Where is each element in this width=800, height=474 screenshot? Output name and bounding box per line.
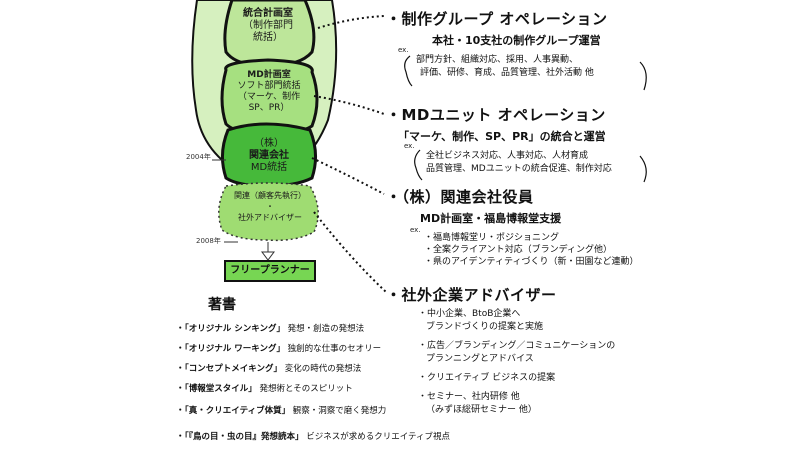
connector-2 — [313, 95, 385, 115]
stage2-label: MD計画室 ソフト部門統括 （マーケ、制作 SP、PR） — [230, 70, 308, 114]
section4-detail-4: プランニングとアドバイス — [426, 354, 534, 364]
section4-detail-2: ブランドづくりの提案と実施 — [426, 322, 544, 332]
section3-ex: ex. — [410, 226, 421, 234]
stage1-label: 統合計画室 （制作部門 統括） — [234, 8, 302, 44]
stage2-line4: SP、PR） — [248, 103, 290, 113]
section4-detail-3: ・広告／ブランディング／コミュニケーションの — [418, 341, 616, 351]
section1-details: 部門方針、組織対応、採用、人事異動、 評価、研修、育成、品質管理、社外活動 他 — [416, 54, 594, 80]
section1-ex: ex. — [398, 46, 409, 54]
connector-4 — [313, 211, 387, 293]
stage4-line1: 関連（顧客先執行） — [234, 191, 306, 200]
book-title: ・「オリジナル シンキング」 — [176, 324, 285, 334]
stage3-line3: MD統括 — [250, 162, 288, 173]
stage1-line1: 統合計画室 — [243, 8, 293, 19]
year-2008-label: 2008年 — [196, 237, 221, 245]
section1-title: ・制作グループ オペレーション — [386, 10, 608, 28]
stage4-shape — [218, 182, 319, 242]
stage4-line3: 社外アドバイザー — [238, 213, 302, 222]
book-desc: 発想・創造の発想法 — [287, 324, 365, 334]
books-title: 著書 — [208, 297, 236, 313]
brace-2-right — [639, 155, 647, 183]
book-title: ・「オリジナル ワーキング」 — [176, 344, 285, 354]
brace-2 — [414, 149, 423, 181]
section3-detail-2: ・全案クライアント対応（ブランディング他） — [424, 245, 613, 255]
stage3-shape — [221, 122, 317, 188]
stage2-line3: （マーケ、制作 — [237, 92, 301, 102]
stage3-line2: 関連会社 — [249, 150, 289, 161]
section2-title: ・MDユニット オペレーション — [386, 106, 606, 124]
section1-detail-2: 評価、研修、育成、品質管理、社外活動 他 — [420, 68, 594, 78]
book-item: ・「オリジナル シンキング」 発想・創造の発想法 — [176, 322, 364, 334]
free-planner-box: フリープランナー — [224, 260, 316, 282]
stage4-line2: ・ — [266, 202, 274, 211]
section4-details: ・中小企業、BtoB企業へ ブランドづくりの提案と実施 ・広告／ブランディング／… — [418, 308, 615, 417]
book-title: ・「コンセプトメイキング」 — [176, 364, 282, 374]
section4-detail-5: ・クリエイティブ ビジネスの提案 — [418, 373, 556, 383]
book-item: ・「博報堂スタイル」 発想術とそのスピリット — [176, 382, 353, 394]
down-arrow-head — [261, 251, 275, 261]
book-desc: 変化の時代の発想法 — [284, 364, 362, 374]
book-item: ・「オリジナル ワーキング」 独創的な仕事のセオリー — [176, 342, 381, 354]
book-item: ・「『鳥の目・虫の目』発想読本」 ビジネスが求めるクリエイティブ視点 — [176, 430, 450, 442]
book-item: ・「コンセプトメイキング」 変化の時代の発想法 — [176, 362, 361, 374]
book-title: ・「博報堂スタイル」 — [176, 384, 257, 394]
section4-title: ・社外企業アドバイザー — [386, 286, 557, 304]
section3-details: ・福島博報堂リ・ポジショニング ・全案クライアント対応（ブランディング他） ・県… — [424, 232, 638, 268]
section2-detail-2: 品質管理、MDユニットの統合促進、制作対応 — [426, 164, 612, 174]
stage2-shape — [220, 58, 319, 136]
book-item: ・「真・クリエイティブ体質」 観察・洞察で磨く発想力 — [176, 404, 386, 416]
section2-subtitle: 「マーケ、制作、SP、PR」の統合と運営 — [398, 130, 606, 143]
section2-ex: ex. — [404, 142, 415, 150]
section2-details: 全社ビジネス対応、人事対応、人材育成 品質管理、MDユニットの統合促進、制作対応 — [426, 150, 612, 176]
book-desc: 観察・洞察で磨く発想力 — [292, 406, 387, 416]
stage3-line1: （株） — [254, 138, 284, 149]
section1-subtitle: 本社・10支社の制作グループ運営 — [432, 34, 601, 47]
connector-1 — [317, 15, 385, 29]
section3-title: ・（株）関連会社役員 — [386, 188, 534, 206]
book-title: ・「『鳥の目・虫の目』発想読本」 — [176, 432, 304, 442]
brace-1-right — [639, 61, 647, 91]
stage1-line2: （制作部門 — [243, 20, 293, 31]
stage1-line3: 統括） — [253, 32, 283, 43]
section1-detail-1: 部門方針、組織対応、採用、人事異動、 — [416, 55, 579, 65]
section4-detail-1: ・中小企業、BtoB企業へ — [418, 309, 521, 319]
book-desc: 独創的な仕事のセオリー — [287, 344, 382, 354]
book-title: ・「真・クリエイティブ体質」 — [176, 406, 291, 416]
connector-3 — [311, 157, 385, 195]
book-desc: 発想術とそのスピリット — [259, 384, 353, 394]
section3-detail-1: ・福島博報堂リ・ポジショニング — [424, 233, 560, 243]
stage4-label: 関連（顧客先執行） ・ 社外アドバイザー — [228, 190, 312, 223]
section4-detail-6: ・セミナー、社内研修 他 — [418, 392, 520, 402]
stage2-line1: MD計画室 — [247, 70, 291, 80]
section2-detail-1: 全社ビジネス対応、人事対応、人材育成 — [426, 151, 589, 161]
book-desc: ビジネスが求めるクリエイティブ視点 — [306, 432, 451, 442]
stage3-label: （株） 関連会社 MD統括 — [232, 138, 306, 174]
section3-subtitle: MD計画室・福島博報堂支援 — [420, 212, 562, 225]
stage2-line2: ソフト部門統括 — [237, 81, 301, 91]
section3-detail-3: ・県のアイデンティティづくり（新・田園など連動） — [424, 257, 639, 267]
section4-detail-7: （みずほ総研セミナー 他） — [426, 405, 537, 415]
brace-1 — [404, 55, 413, 87]
year-2004-label: 2004年 — [186, 153, 211, 161]
